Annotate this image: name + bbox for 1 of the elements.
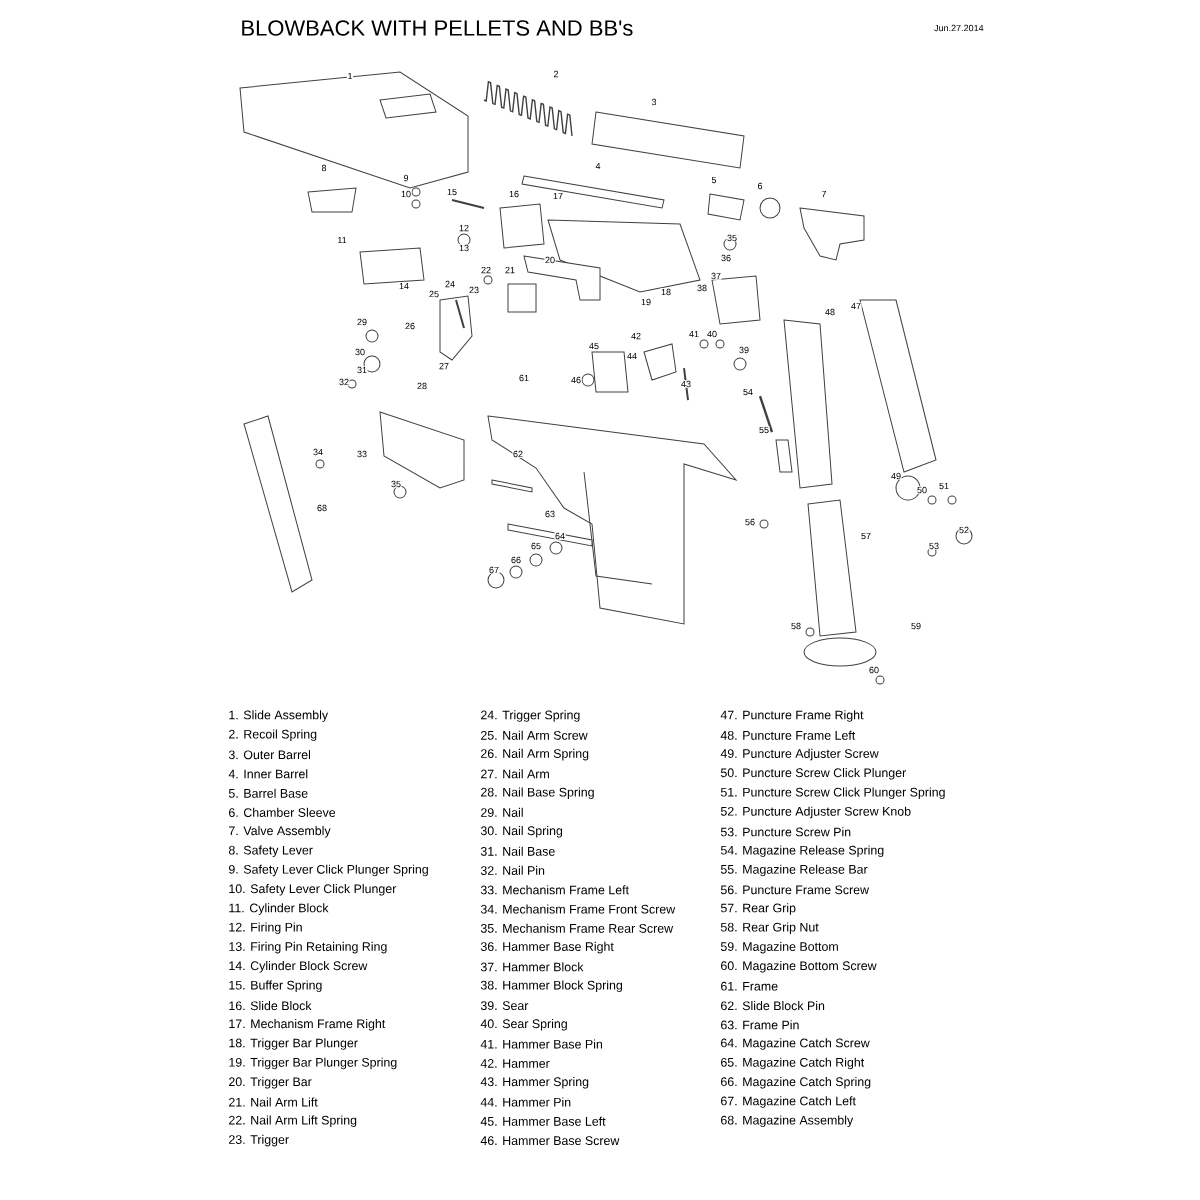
title: BLOWBACK WITH PELLETS AND BB's (242, 20, 633, 36)
